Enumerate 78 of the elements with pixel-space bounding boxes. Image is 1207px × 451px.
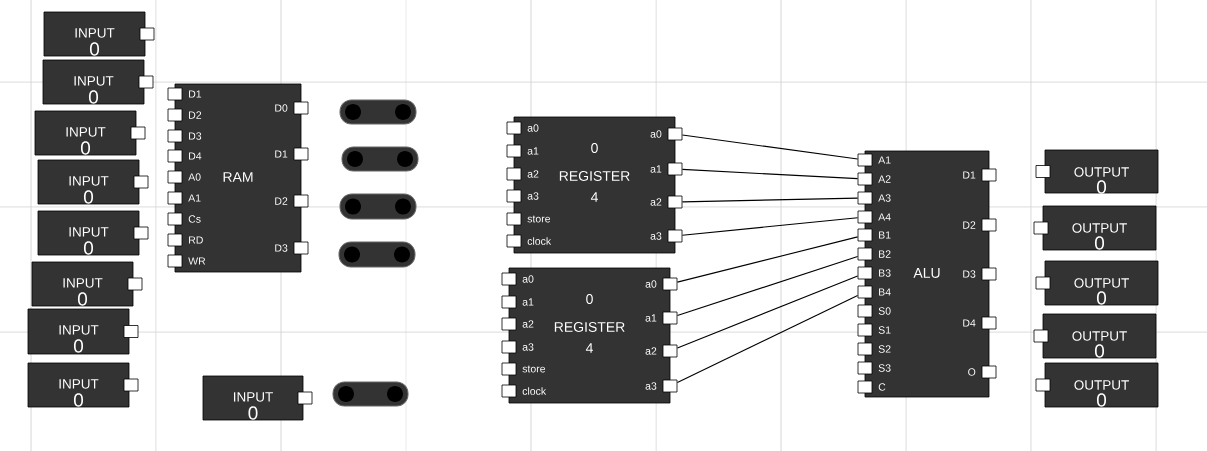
input-box: INPUT 0 [43,11,146,57]
pin-label: A3 [878,194,891,202]
capsule-shape [339,99,417,125]
pin-label: A4 [878,213,891,221]
pin-label: a1 [527,147,539,155]
pin-label: A2 [878,175,891,183]
pin-label: a2 [522,320,534,328]
pin-label: B1 [879,231,891,239]
pin-label: D3 [963,270,976,278]
pin-label: clock [527,237,552,245]
wire [676,275,859,349]
pin-label: D2 [275,197,288,205]
pin-label: B3 [879,269,891,277]
pin-label: a1 [522,298,534,306]
wire [681,168,859,180]
output-box: OUTPUT 0 [1044,260,1159,306]
pin-label: a3 [527,192,539,200]
pin-label: D1 [275,150,288,158]
pin-label: store [522,365,546,373]
wire [676,255,859,317]
pin-label: a0 [645,280,657,288]
wire [681,197,859,203]
pin-label: D3 [189,132,202,140]
input-box: INPUT 0 [27,308,130,355]
pin-label: WR [188,257,206,265]
pin-label: a2 [645,347,657,355]
pin-label: S0 [878,307,891,315]
pin-label: D4 [963,319,976,327]
pin-label: a0 [527,124,539,132]
input-box: INPUT 0 [202,375,304,421]
wire [676,236,859,283]
pin-label: O [968,368,976,376]
wire [681,134,859,160]
pin-label: A1 [188,194,201,202]
pin-label: a0 [522,275,534,283]
pin-label: RD [189,236,203,244]
pin-label: A1 [878,156,891,164]
pin-label: C [878,383,886,391]
pin-label: S2 [878,345,891,353]
pin-label: B4 [879,288,891,296]
pin-label: D3 [275,244,288,252]
pin-label: S3 [878,364,891,372]
pin-label: a3 [650,232,662,240]
pin-label: a2 [650,198,662,206]
capsule-shape [339,193,417,220]
pin-label: a1 [650,165,662,173]
pin-label: store [527,215,551,223]
input-box: INPUT 0 [34,110,137,156]
pin-label: D1 [189,90,202,98]
input-box: INPUT 0 [37,210,140,256]
capsule-shape [341,146,419,172]
output-box: OUTPUT 0 [1044,149,1159,194]
output-box: OUTPUT 0 [1042,313,1157,359]
pin-label: D2 [189,111,202,119]
pin-label: a3 [645,382,657,390]
pin-label: A0 [188,173,201,181]
input-box: INPUT 0 [42,59,145,105]
wire [676,295,859,383]
input-box: INPUT 0 [27,362,130,408]
pin-label: D1 [963,171,976,179]
input-box: INPUT 0 [31,261,134,307]
capsule-shape [338,241,416,268]
pin-label: clock [522,387,547,395]
pin-label: a0 [650,130,662,138]
pin-label: a2 [527,170,539,178]
pin-label: S1 [878,326,891,334]
capsule-shape [332,381,409,407]
pin-label: Cs [188,215,201,223]
pin-label: D4 [189,152,202,160]
pin-label: a3 [522,343,534,351]
input-box: INPUT 0 [37,159,140,205]
pin-label: a1 [645,314,657,322]
pin-label: B2 [879,250,891,258]
wire [681,217,859,236]
pin-label: D0 [275,104,288,112]
output-box: OUTPUT 0 [1044,362,1159,408]
pin-label: D2 [963,221,976,229]
output-box: OUTPUT 0 [1042,205,1157,251]
